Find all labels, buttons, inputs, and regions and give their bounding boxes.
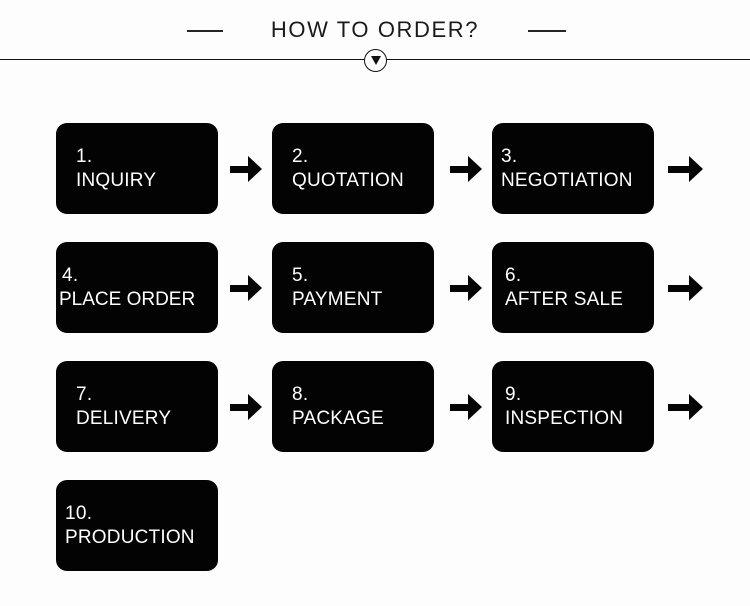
- arrow-right-icon-1: [230, 156, 262, 182]
- triangle-glyph: [370, 55, 381, 65]
- arrow-right-icon-2: [450, 156, 482, 182]
- step-label: INSPECTION: [505, 407, 624, 429]
- step-number: 5.: [292, 264, 309, 286]
- step-box-4[interactable]: 4. PLACE ORDER: [56, 242, 218, 333]
- title-dash-left: [187, 30, 223, 32]
- step-box-6[interactable]: 6. AFTER SALE: [492, 242, 654, 333]
- arrow-right-icon-5: [450, 275, 482, 301]
- arrow-right-icon-4: [230, 275, 262, 301]
- step-box-2[interactable]: 2. QUOTATION: [272, 123, 434, 214]
- step-box-10[interactable]: 10. PRODUCTION: [56, 480, 218, 571]
- step-label: PAYMENT: [292, 288, 383, 310]
- arrow-right-icon-9: [668, 394, 703, 420]
- step-box-7[interactable]: 7. DELIVERY: [56, 361, 218, 452]
- header: HOW TO ORDER?: [0, 0, 750, 60]
- page-title: HOW TO ORDER?: [270, 17, 480, 42]
- step-box-3[interactable]: 3. NEGOTIATION: [492, 123, 654, 214]
- step-number: 6.: [505, 264, 522, 286]
- step-number: 7.: [76, 383, 93, 405]
- arrow-right-icon-6: [668, 275, 703, 301]
- chevron-down-icon: [364, 49, 387, 72]
- arrow-right-icon-8: [450, 394, 482, 420]
- step-label: PACKAGE: [292, 407, 384, 429]
- step-label: INQUIRY: [76, 169, 157, 191]
- step-number: 8.: [292, 383, 309, 405]
- step-box-9[interactable]: 9. INSPECTION: [492, 361, 654, 452]
- step-number: 4.: [62, 264, 79, 286]
- step-label: DELIVERY: [76, 407, 172, 429]
- step-number: 2.: [292, 145, 309, 167]
- step-number: 3.: [501, 145, 518, 167]
- step-label: NEGOTIATION: [501, 169, 633, 191]
- step-number: 10.: [65, 502, 93, 524]
- step-box-8[interactable]: 8. PACKAGE: [272, 361, 434, 452]
- step-label: PLACE ORDER: [59, 288, 196, 310]
- step-label: QUOTATION: [292, 169, 404, 191]
- step-box-1[interactable]: 1. INQUIRY: [56, 123, 218, 214]
- arrow-right-icon-3: [668, 156, 703, 182]
- arrow-right-icon-7: [230, 394, 262, 420]
- step-label: AFTER SALE: [505, 288, 624, 310]
- step-box-5[interactable]: 5. PAYMENT: [272, 242, 434, 333]
- step-number: 9.: [505, 383, 522, 405]
- title-dash-right: [528, 30, 566, 32]
- step-number: 1.: [76, 145, 93, 167]
- step-label: PRODUCTION: [65, 526, 195, 548]
